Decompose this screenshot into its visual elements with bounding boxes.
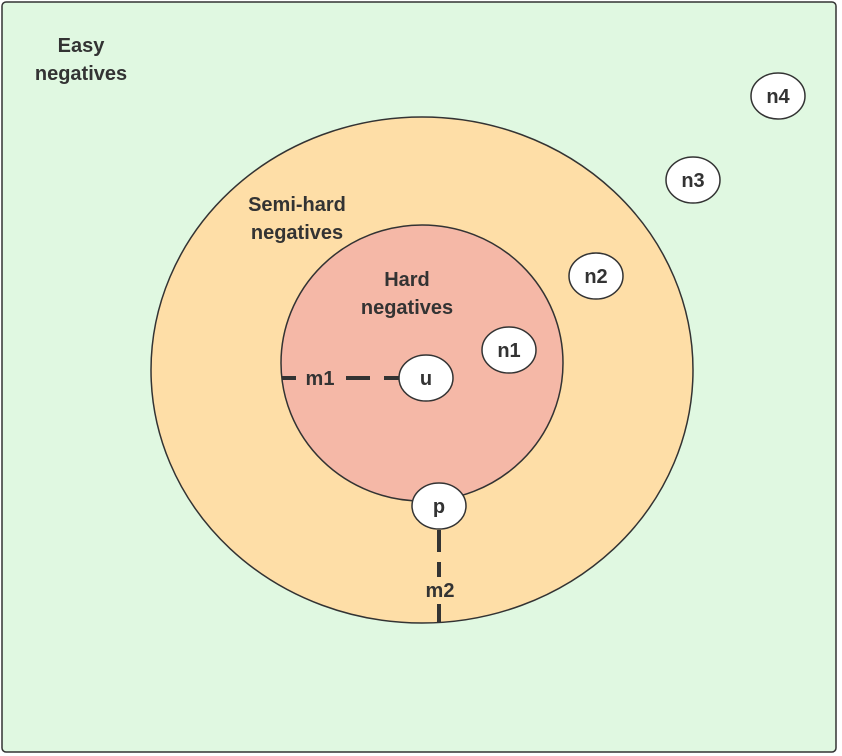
- easy-negatives-label-line1: Easy: [58, 35, 106, 57]
- node-n3-label: n3: [681, 170, 704, 192]
- node-u-label: u: [420, 368, 432, 390]
- semi-hard-negatives-label-line1: Semi-hard: [248, 194, 346, 216]
- node-n4: n4: [750, 72, 806, 120]
- node-u: u: [398, 354, 454, 402]
- easy-negatives-label-line2: negatives: [35, 63, 127, 85]
- node-n4-label: n4: [766, 86, 790, 108]
- node-n1-label: n1: [497, 340, 520, 362]
- node-n1: n1: [481, 326, 537, 374]
- hard-negatives-label-line2: negatives: [361, 297, 453, 319]
- m2-label: m2: [426, 580, 455, 602]
- node-p-label: p: [433, 496, 445, 518]
- node-n2: n2: [568, 252, 624, 300]
- semi-hard-negatives-label-line2: negatives: [251, 222, 343, 244]
- node-p: p: [411, 482, 467, 530]
- m1-label: m1: [306, 368, 335, 390]
- hard-negatives-label-line1: Hard: [384, 269, 430, 291]
- node-n3: n3: [665, 156, 721, 204]
- node-n2-label: n2: [584, 266, 607, 288]
